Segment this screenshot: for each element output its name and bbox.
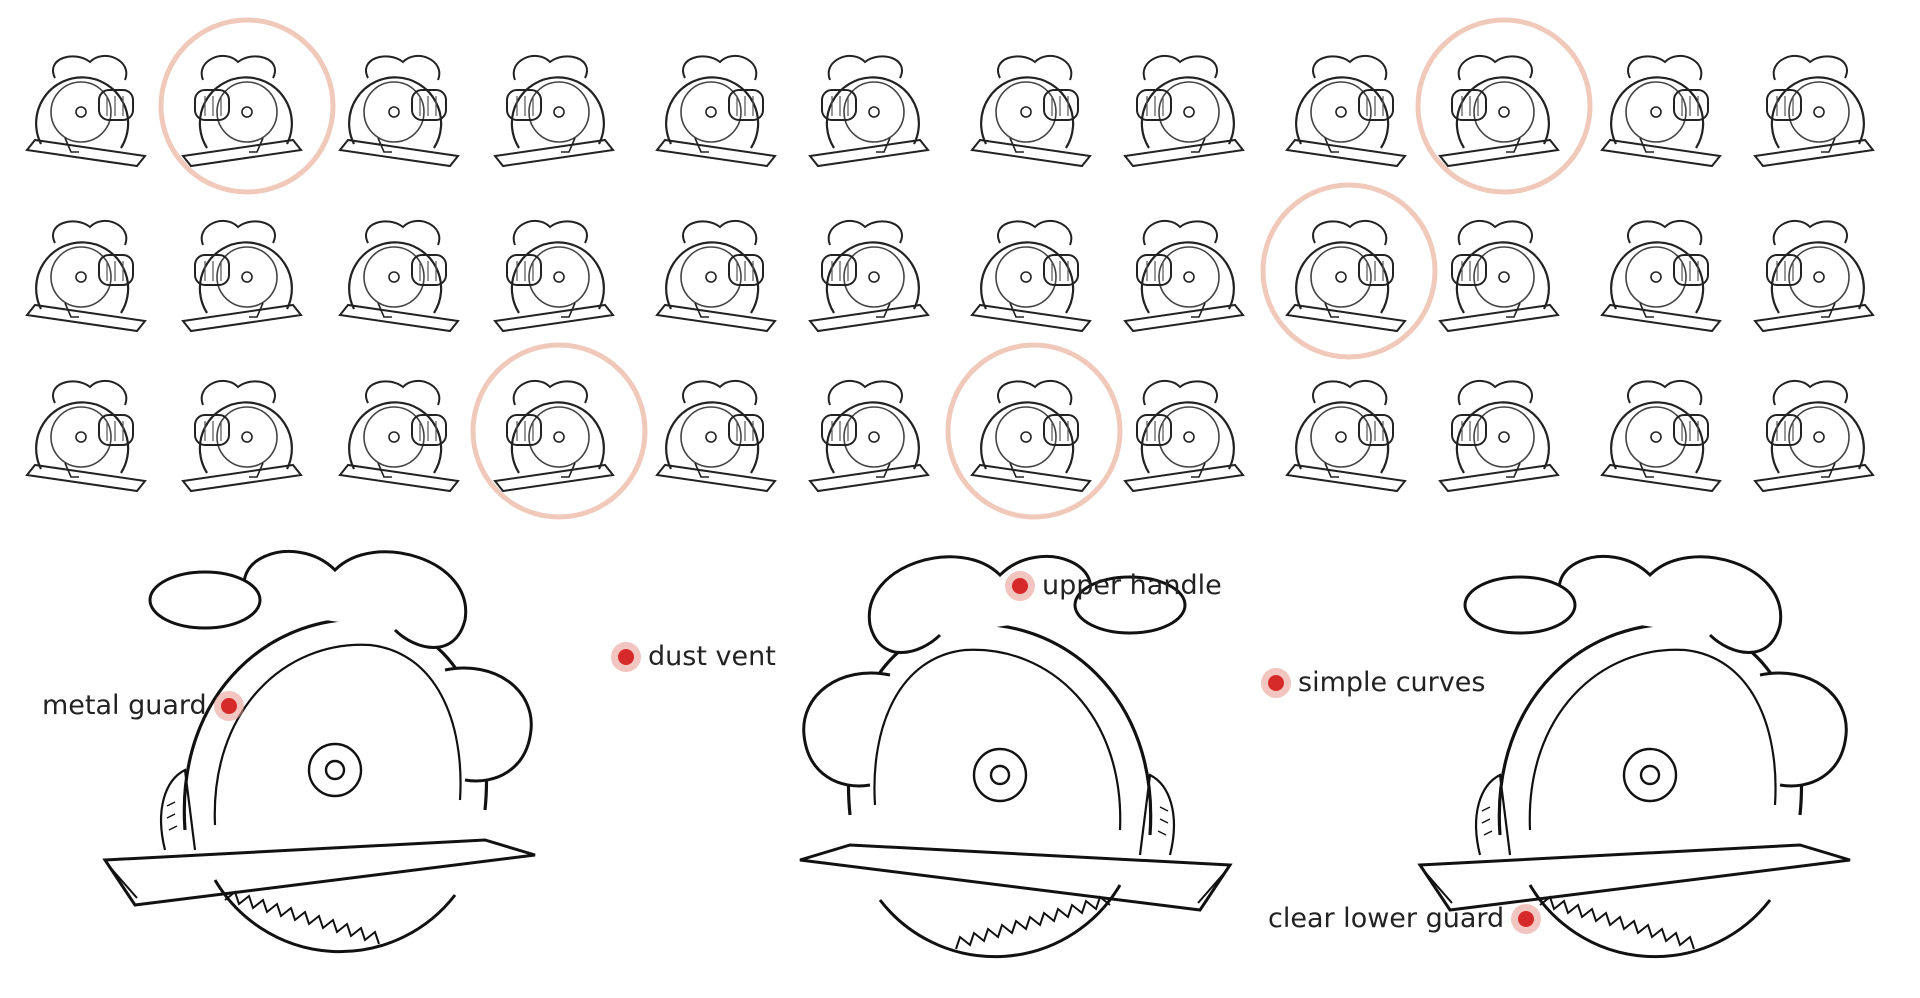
saw-sketch-large [1418,554,1852,959]
saw-sketch-thumbnail [1285,219,1407,333]
saw-sketch-thumbnail [1753,379,1875,493]
saw-sketch-thumbnail [1753,219,1875,333]
saw-sketch-thumbnail [493,219,615,333]
saw-sketch-thumbnail [1123,54,1245,168]
saw-sketch-thumbnail [808,219,930,333]
saw-sketch-thumbnail [1123,219,1245,333]
saw-sketch-thumbnail [338,379,460,493]
callout-label: metal guard [42,690,207,721]
callout-dust-vent: dust vent [618,641,776,672]
saw-sketch-thumbnail [338,54,460,168]
saw-sketch-thumbnail [338,219,460,333]
saw-sketch-thumbnail [1123,379,1245,493]
saw-sketch-thumbnail [493,379,615,493]
callout-dot [1518,910,1535,927]
saw-sketch-thumbnail [181,54,303,168]
callout-label: clear lower guard [1268,903,1505,934]
callout-clear-lower-guard: clear lower guard [1268,903,1535,934]
callout-upper-handle: upper handle [1012,570,1222,601]
saw-sketch-thumbnail [655,54,777,168]
saw-sketch-thumbnail [493,54,615,168]
callout-dot [1268,674,1284,691]
saw-sketch-large [798,554,1232,959]
saw-sketch-thumbnail [1600,54,1722,168]
saw-sketch-thumbnail [1753,54,1875,168]
saw-sketch-thumbnail [25,219,147,333]
saw-sketch-thumbnail [181,219,303,333]
saw-sketch-large [103,549,537,954]
callout-dot [618,648,634,665]
saw-sketch-thumbnail [970,379,1092,493]
callout-label: upper handle [1042,570,1222,601]
callout-label: simple curves [1298,667,1486,698]
highlight-ring [470,342,648,520]
callout-simple-curves: simple curves [1268,667,1485,698]
highlight-ring [158,17,336,195]
saw-sketch-thumbnail [1600,219,1722,333]
callout-label: dust vent [648,641,776,672]
saw-sketch-thumbnail [655,219,777,333]
saw-sketch-thumbnail [1438,379,1560,493]
saw-sketch-thumbnail [25,54,147,168]
saw-sketch-thumbnail [1285,379,1407,493]
saw-sketch-thumbnail [1438,54,1560,168]
saw-sketch-thumbnail [1600,379,1722,493]
highlight-ring [945,342,1123,520]
callout-dot [1012,577,1028,594]
saw-sketch-thumbnail [970,54,1092,168]
callout-metal-guard: metal guard [42,690,237,721]
callout-dot [220,697,237,714]
saw-sketch-thumbnail [25,379,147,493]
highlight-ring [1260,182,1438,360]
saw-sketch-thumbnail [808,379,930,493]
saw-sketch-thumbnail [181,379,303,493]
saw-sketch-thumbnail [1438,219,1560,333]
highlight-ring [1415,17,1593,195]
saw-sketch-thumbnail [808,54,930,168]
saw-sketch-thumbnail [970,219,1092,333]
saw-sketch-thumbnail [655,379,777,493]
saw-sketch-thumbnail [1285,54,1407,168]
